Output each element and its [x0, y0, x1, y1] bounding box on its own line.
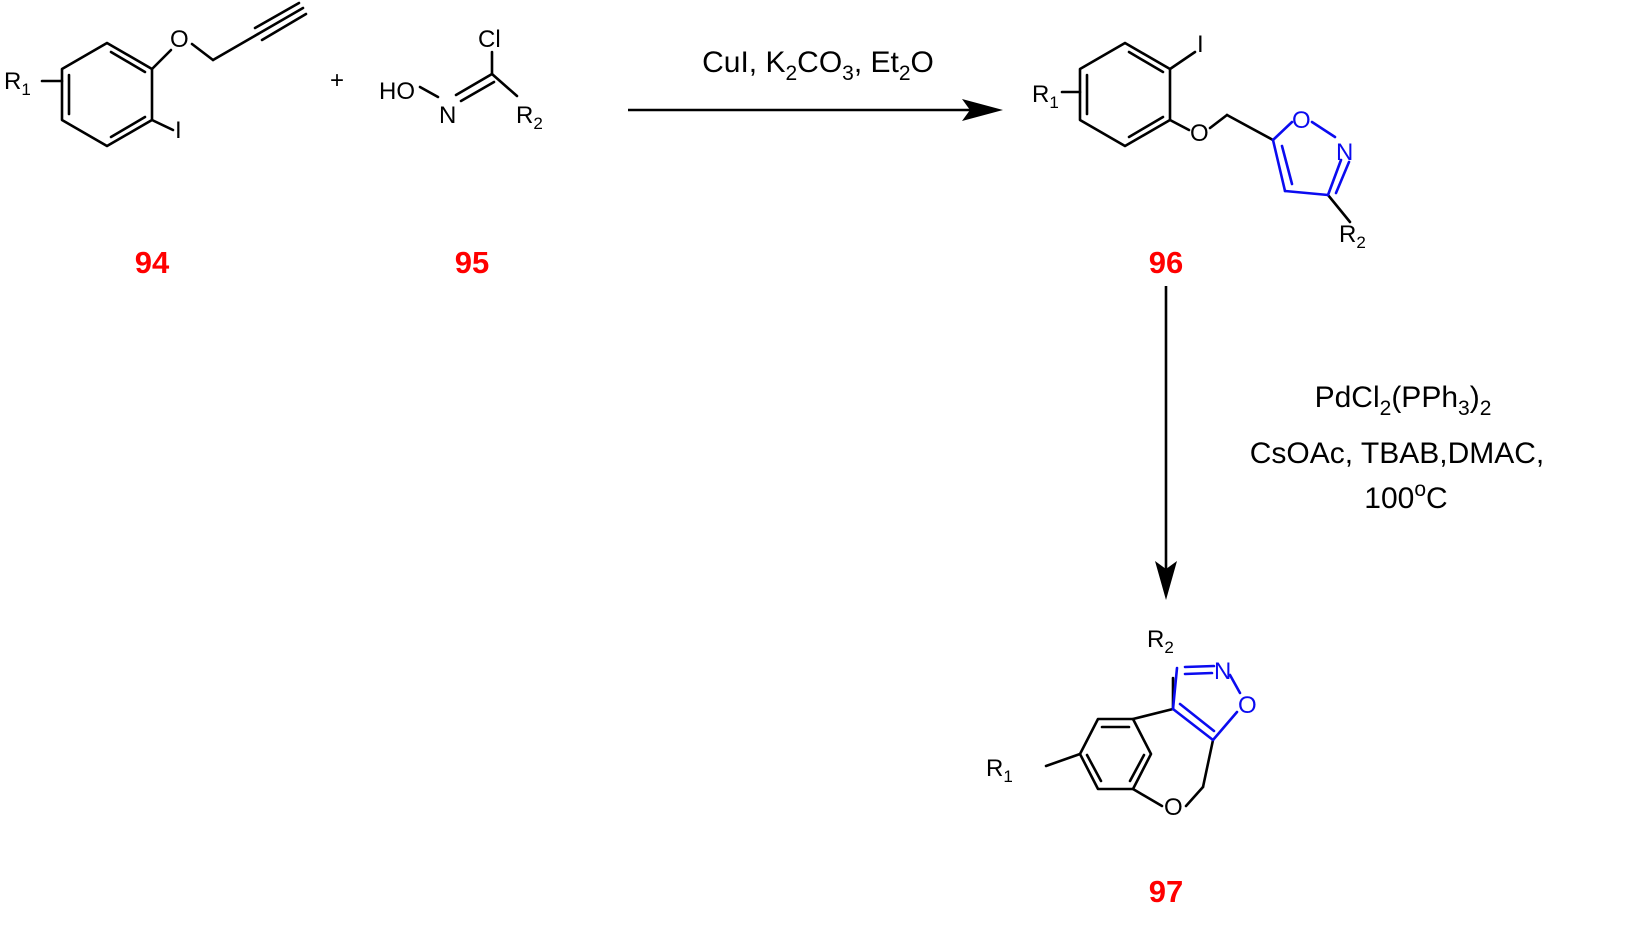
- compound-97-substituent1-label: R1: [986, 755, 1013, 786]
- compound-97-isoxazole-ring: [1171, 664, 1242, 742]
- step1-reaction-arrow: [628, 99, 1003, 121]
- compound-94-ether-oxygen-label: O: [170, 26, 189, 53]
- compound-97-ring-nitrogen-label: N: [1214, 658, 1231, 685]
- compound-95-nitrogen-label: N: [439, 102, 456, 129]
- compound-94-substituent-label: R1: [4, 68, 31, 99]
- compound-95-number: 95: [455, 245, 489, 280]
- compound-95-chlorine-label: Cl: [478, 26, 501, 53]
- compound-97-structure: [1044, 676, 1215, 808]
- compound-96-number: 96: [1149, 245, 1183, 280]
- compound-94-iodine-label: I: [175, 117, 182, 144]
- step1-conditions: CuI, K2CO3, Et2O: [702, 46, 934, 85]
- compound-97-substituent2-label: R2: [1147, 626, 1174, 657]
- compound-95-substituent-label: R2: [516, 102, 543, 133]
- compound-96-substituent1-label: R1: [1032, 81, 1059, 112]
- compound-94-number: 94: [135, 245, 170, 280]
- compound-94-structure: [40, 1, 308, 148]
- step2-conditions-reagents: CsOAc, TBAB,DMAC,: [1250, 437, 1545, 470]
- compound-96-ring-nitrogen-label: N: [1336, 139, 1353, 166]
- step2-reaction-arrow: [1155, 286, 1177, 600]
- step2-conditions-catalyst: PdCl2(PPh3)2: [1315, 381, 1492, 420]
- compound-95-structure: [418, 50, 519, 103]
- compound-96-iodine-label: I: [1197, 31, 1204, 58]
- compound-97-number: 97: [1149, 874, 1183, 909]
- step2-conditions-temperature: 100oC: [1364, 478, 1447, 515]
- compound-97-ring-oxygen-label: O: [1238, 692, 1257, 719]
- compound-96-structure: [1060, 41, 1352, 224]
- compound-96-ring-oxygen-label: O: [1292, 107, 1311, 134]
- compound-96-ether-oxygen-label: O: [1190, 120, 1209, 147]
- plus-sign: +: [330, 67, 344, 94]
- compound-96-isoxazole-ring: [1271, 120, 1351, 197]
- compound-95-hydroxyl-label: HO: [379, 78, 415, 105]
- compound-97-pyran-oxygen-label: O: [1164, 794, 1183, 821]
- compound-96-substituent2-label: R2: [1339, 221, 1366, 252]
